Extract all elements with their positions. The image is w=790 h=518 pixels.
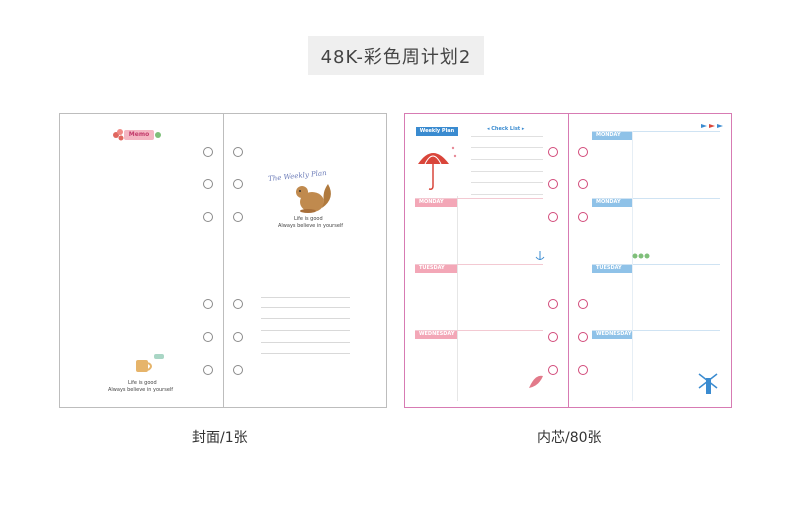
ring-hole [578, 332, 588, 342]
check-list-line [471, 171, 543, 172]
flags-icon [701, 124, 723, 128]
flower-icon [113, 129, 161, 141]
memo-tag: Memo [110, 127, 164, 143]
memo-label: Memo [124, 130, 154, 140]
ring-hole [233, 179, 243, 189]
check-list-header: ◂ Check List ▸ [487, 126, 524, 132]
ring-hole [578, 365, 588, 375]
ring-hole [548, 179, 558, 189]
cover-tagline-1: Life is good [294, 216, 323, 222]
day-rule [415, 264, 543, 265]
writing-line [261, 318, 350, 319]
squirrel-icon [296, 184, 331, 213]
ring-hole [578, 299, 588, 309]
insert-spine-divider [568, 114, 569, 407]
day-band-wednesday: WEDNESDAY [592, 330, 632, 339]
ring-hole [203, 212, 213, 222]
day-band-monday: MONDAY [592, 198, 632, 207]
cover-caption: 封面/1张 [192, 430, 248, 446]
day-rule [415, 330, 543, 331]
writing-line [261, 342, 350, 343]
ring-hole [203, 179, 213, 189]
day-column-divider [457, 196, 458, 401]
writing-line [261, 297, 350, 298]
ring-hole [548, 365, 558, 375]
ring-hole [233, 212, 243, 222]
cover-bottom-tagline-1: Life is good [128, 380, 157, 386]
ring-hole [233, 147, 243, 157]
check-list-line [471, 194, 543, 195]
check-list-left-arrow: ◂ [487, 126, 492, 132]
writing-line [261, 353, 350, 354]
writing-line [261, 307, 350, 308]
weekly-plan-tag: Weekly Plan [416, 127, 458, 136]
check-list-line [471, 182, 543, 183]
day-rule [592, 131, 720, 132]
leaf-icon [529, 375, 543, 388]
day-band-tuesday: TUESDAY [592, 264, 632, 273]
day-band-monday: MONDAY [415, 198, 457, 207]
check-list-right-arrow: ▸ [520, 126, 525, 132]
day-rule [415, 198, 543, 199]
windmill-icon [698, 373, 718, 394]
ring-hole [578, 179, 588, 189]
ring-hole [548, 332, 558, 342]
ring-hole [233, 365, 243, 375]
ring-hole [548, 147, 558, 157]
ring-hole [203, 365, 213, 375]
check-list-line [471, 147, 543, 148]
day-band-wednesday: WEDNESDAY [415, 330, 457, 339]
day-rule [592, 264, 720, 265]
check-list-line [471, 159, 543, 160]
umbrella-icon [418, 146, 457, 190]
insert-caption: 内芯/80张 [537, 430, 602, 446]
ring-hole [203, 299, 213, 309]
ring-hole [548, 212, 558, 222]
insert-panel: Weekly Plan ◂ Check List ▸ MONDAY TUESDA… [404, 113, 732, 408]
page-title-text: 48K-彩色周计划2 [320, 46, 472, 68]
check-list-label: Check List [491, 126, 521, 132]
ring-hole [578, 147, 588, 157]
day-rule [592, 330, 720, 331]
cover-tagline-2: Always believe in yourself [278, 223, 344, 229]
check-list-line [471, 136, 543, 137]
day-band-monday: MONDAY [592, 131, 632, 140]
ring-hole [548, 299, 558, 309]
ring-hole [203, 147, 213, 157]
page-title: 48K-彩色周计划2 [308, 36, 484, 75]
cover-spine-divider [223, 114, 224, 407]
cover-panel: Memo The Weekly Plan Life is good Always… [59, 113, 387, 408]
writing-line [261, 330, 350, 331]
ring-hole [203, 332, 213, 342]
cover-bottom-tagline-2: Always believe in yourself [108, 387, 174, 393]
coffee-cup-icon [136, 354, 164, 372]
day-rule [592, 198, 720, 199]
anchor-icon [535, 251, 545, 260]
ring-hole [578, 212, 588, 222]
tulip-icon [632, 253, 650, 259]
ring-hole [233, 332, 243, 342]
day-column-divider [632, 131, 633, 401]
ring-hole [233, 299, 243, 309]
day-band-tuesday: TUESDAY [415, 264, 457, 273]
